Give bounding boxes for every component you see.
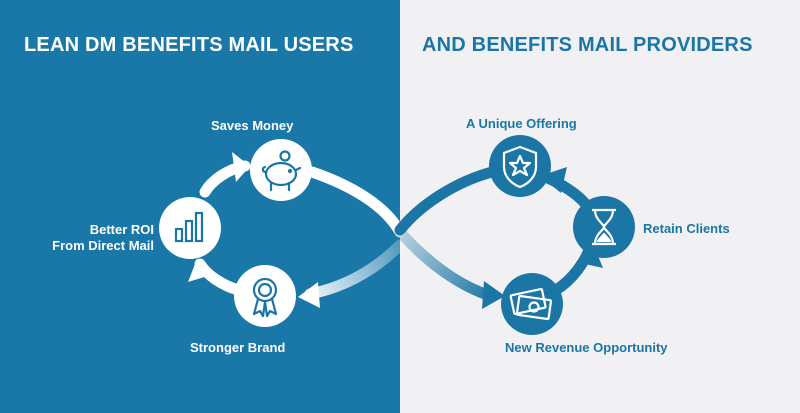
label-better-roi-line1: Better ROI: [89, 222, 154, 237]
label-stronger-brand: Stronger Brand: [190, 340, 286, 355]
label-better-roi-line2: From Direct Mail: [52, 238, 154, 253]
label-saves-money: Saves Money: [211, 118, 294, 133]
users-heading: LEAN DM BENEFITS MAIL USERS: [24, 34, 354, 56]
loop-arc-center-to-revenue: [394, 226, 491, 300]
label-better-roi: Better ROI From Direct Mail: [0, 222, 154, 254]
loop-arc-center-to-brand: [304, 239, 406, 300]
shield-star-icon: [502, 145, 538, 189]
node-stronger-brand: [234, 265, 296, 327]
arrowhead-to-stronger-brand: [298, 282, 320, 308]
node-unique-offering: [489, 135, 551, 197]
piggy-bank-icon: [261, 150, 302, 192]
loop-arc-center-to-unique: [394, 166, 498, 236]
arrowhead-to-revenue: [482, 281, 505, 309]
hourglass-icon: [592, 208, 616, 246]
providers-loop: [394, 166, 598, 300]
loop-arc-money-to-center: [306, 166, 406, 238]
node-saves-money: [250, 139, 312, 201]
label-retain-clients: Retain Clients: [643, 221, 730, 236]
users-loop-arrowheads: [188, 152, 320, 308]
award-ribbon-icon: [252, 277, 278, 318]
providers-heading: AND BENEFITS MAIL PROVIDERS: [422, 34, 753, 56]
label-new-revenue: New Revenue Opportunity: [505, 340, 668, 355]
node-new-revenue: [501, 273, 563, 335]
node-better-roi: [159, 197, 221, 259]
node-retain-clients: [573, 196, 635, 258]
label-unique-offering: A Unique Offering: [466, 116, 577, 131]
arrowhead-to-better-roi: [188, 259, 214, 282]
money-icon: [509, 287, 553, 321]
bar-chart-icon: [174, 211, 204, 243]
arrowhead-to-saves-money: [232, 152, 250, 182]
arrowhead-to-unique-offering: [540, 167, 567, 193]
